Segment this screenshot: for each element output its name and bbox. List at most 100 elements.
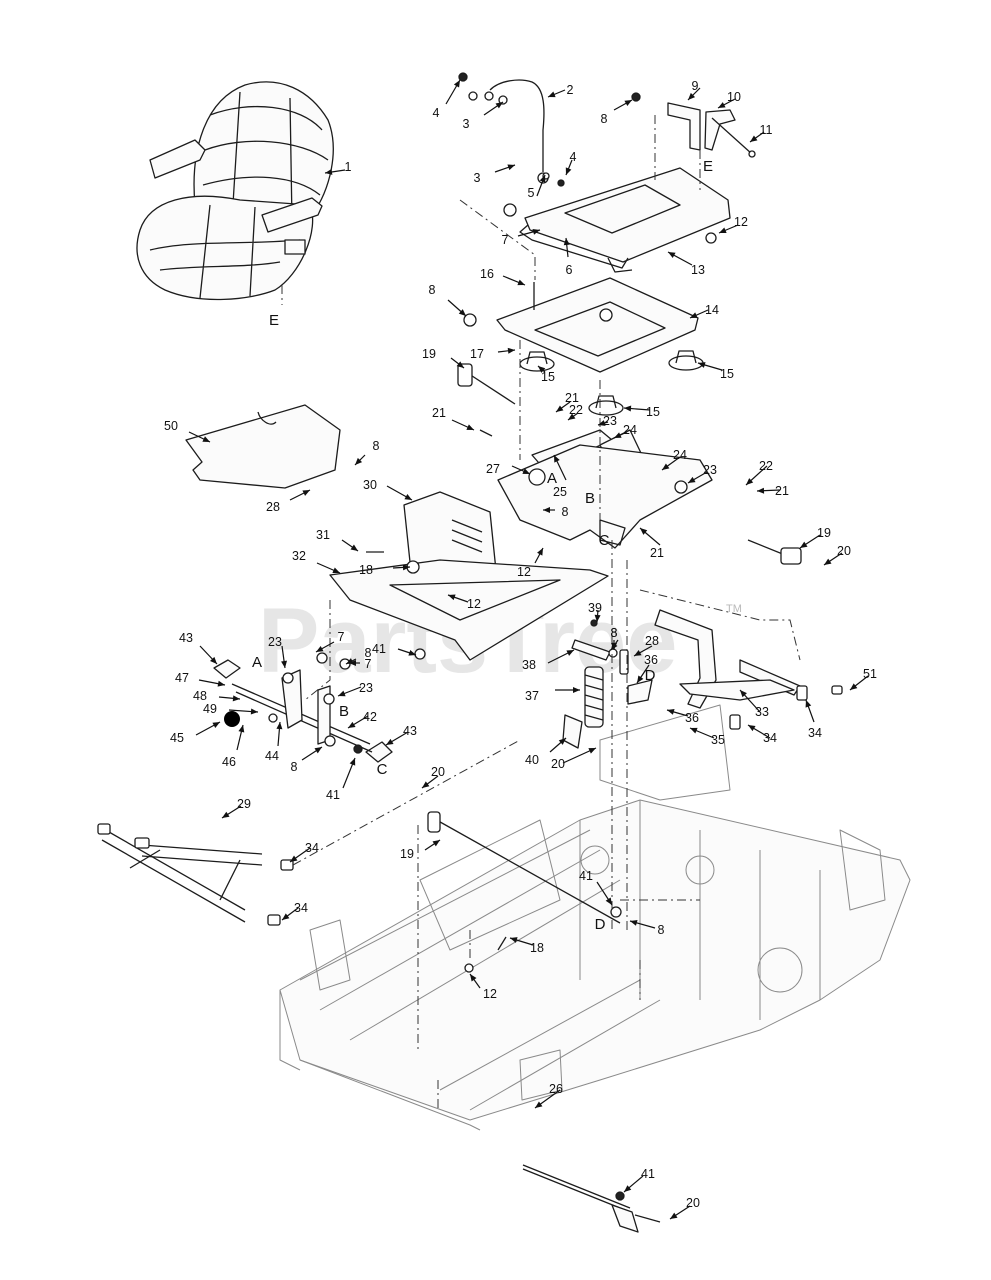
leader-arrowhead (824, 558, 832, 565)
leader-arrowhead (605, 897, 612, 905)
leader-arrowhead (750, 135, 758, 142)
callout-10: 10 (717, 90, 741, 109)
callout-label: 49 (203, 702, 217, 716)
callout-label: 12 (517, 565, 531, 579)
callout-28: 28 (266, 489, 311, 514)
callout-label: 37 (525, 689, 539, 703)
leader-arrowhead (538, 366, 546, 373)
callout-label: 19 (422, 347, 436, 361)
callout-label: 41 (579, 869, 593, 883)
callout-16: 16 (480, 267, 526, 286)
callout-31: 31 (316, 528, 359, 552)
callout-label: 28 (266, 500, 280, 514)
leader-arrowhead (568, 413, 576, 420)
callout-12: 12 (447, 594, 481, 611)
callout-12: 12 (469, 973, 497, 1001)
callout-label: 19 (400, 847, 414, 861)
callout-49: 49 (203, 702, 259, 716)
callout-23: 23 (337, 681, 373, 697)
leader-arrowhead (355, 457, 363, 465)
callout-24: 24 (661, 448, 687, 471)
leader-arrowhead (281, 660, 288, 668)
callout-14: 14 (689, 303, 719, 319)
callout-label: 41 (641, 1167, 655, 1181)
callout-label: 8 (601, 112, 608, 126)
callout-47: 47 (175, 671, 226, 687)
reference-letter-d: D (645, 667, 656, 684)
callout-8: 8 (611, 626, 618, 650)
leader-arrowhead (698, 362, 706, 368)
leader-arrowhead (314, 747, 322, 754)
callout-label: 34 (294, 901, 308, 915)
callout-18: 18 (359, 563, 411, 577)
callout-label: 30 (363, 478, 377, 492)
callout-label: 22 (569, 403, 583, 417)
callout-50: 50 (164, 419, 211, 443)
leader-arrowhead (662, 463, 670, 470)
callout-label: 20 (837, 544, 851, 558)
leader-arrowhead (556, 405, 564, 412)
callout-label: 43 (179, 631, 193, 645)
cover-part (185, 404, 341, 489)
leader-arrowhead (614, 432, 622, 438)
callout-label: 28 (645, 634, 659, 648)
slide-track-part (463, 277, 699, 373)
callout-label: 34 (763, 731, 777, 745)
callout-19: 19 (400, 839, 441, 861)
callout-20: 20 (551, 747, 597, 771)
callout-34: 34 (805, 699, 822, 740)
callout-label: 38 (522, 658, 536, 672)
callout-label: 4 (433, 106, 440, 120)
leader-arrowhead (346, 658, 354, 664)
leader-arrowhead (250, 708, 258, 715)
reference-letter-a: A (252, 654, 262, 671)
callout-28: 28 (633, 634, 659, 657)
callout-34: 34 (281, 901, 308, 921)
leader-arrowhead (470, 974, 477, 982)
callout-20: 20 (421, 765, 445, 789)
callout-7: 7 (315, 630, 345, 653)
callout-43: 43 (179, 631, 218, 665)
callout-34: 34 (747, 724, 777, 745)
callout-22: 22 (567, 403, 583, 421)
callout-label: 47 (175, 671, 189, 685)
callout-26: 26 (534, 1082, 563, 1109)
callout-15: 15 (537, 365, 555, 384)
callout-label: 8 (373, 439, 380, 453)
leader-arrowhead (495, 102, 503, 109)
leader-arrowhead (690, 727, 698, 734)
callout-13: 13 (667, 251, 705, 277)
leader-arrowhead (350, 544, 358, 551)
callout-label: 20 (431, 765, 445, 779)
leader-arrowhead (588, 748, 596, 754)
callout-15: 15 (697, 362, 734, 381)
leader-arrowhead (404, 493, 412, 500)
shock-absorber-part (562, 619, 653, 749)
bracket-parts (667, 102, 756, 158)
leader-arrowhead (290, 855, 298, 862)
leader-arrowhead (348, 721, 356, 728)
callout-label: 3 (474, 171, 481, 185)
leader-arrowhead (634, 649, 642, 656)
callout-8: 8 (354, 439, 380, 466)
leader-arrowhead (466, 424, 474, 430)
callout-21: 21 (432, 406, 475, 431)
leader-arrowhead (637, 675, 644, 683)
callout-label: 32 (292, 549, 306, 563)
leader-arrowhead (805, 700, 812, 708)
callout-label: 29 (237, 797, 251, 811)
leader-arrowhead (316, 645, 324, 652)
leader-arrowhead (238, 725, 245, 733)
callout-label: 24 (623, 423, 637, 437)
leader-arrowhead (539, 175, 546, 183)
callout-label: 22 (759, 459, 773, 473)
callout-11: 11 (749, 123, 773, 143)
cover-hinge (257, 411, 277, 425)
leader-arrowhead (432, 840, 440, 847)
callout-23: 23 (268, 635, 288, 669)
callout-4: 4 (433, 79, 461, 120)
callout-label: 7 (502, 233, 509, 247)
callout-8: 8 (429, 283, 467, 317)
callout-label: 2 (567, 83, 574, 97)
